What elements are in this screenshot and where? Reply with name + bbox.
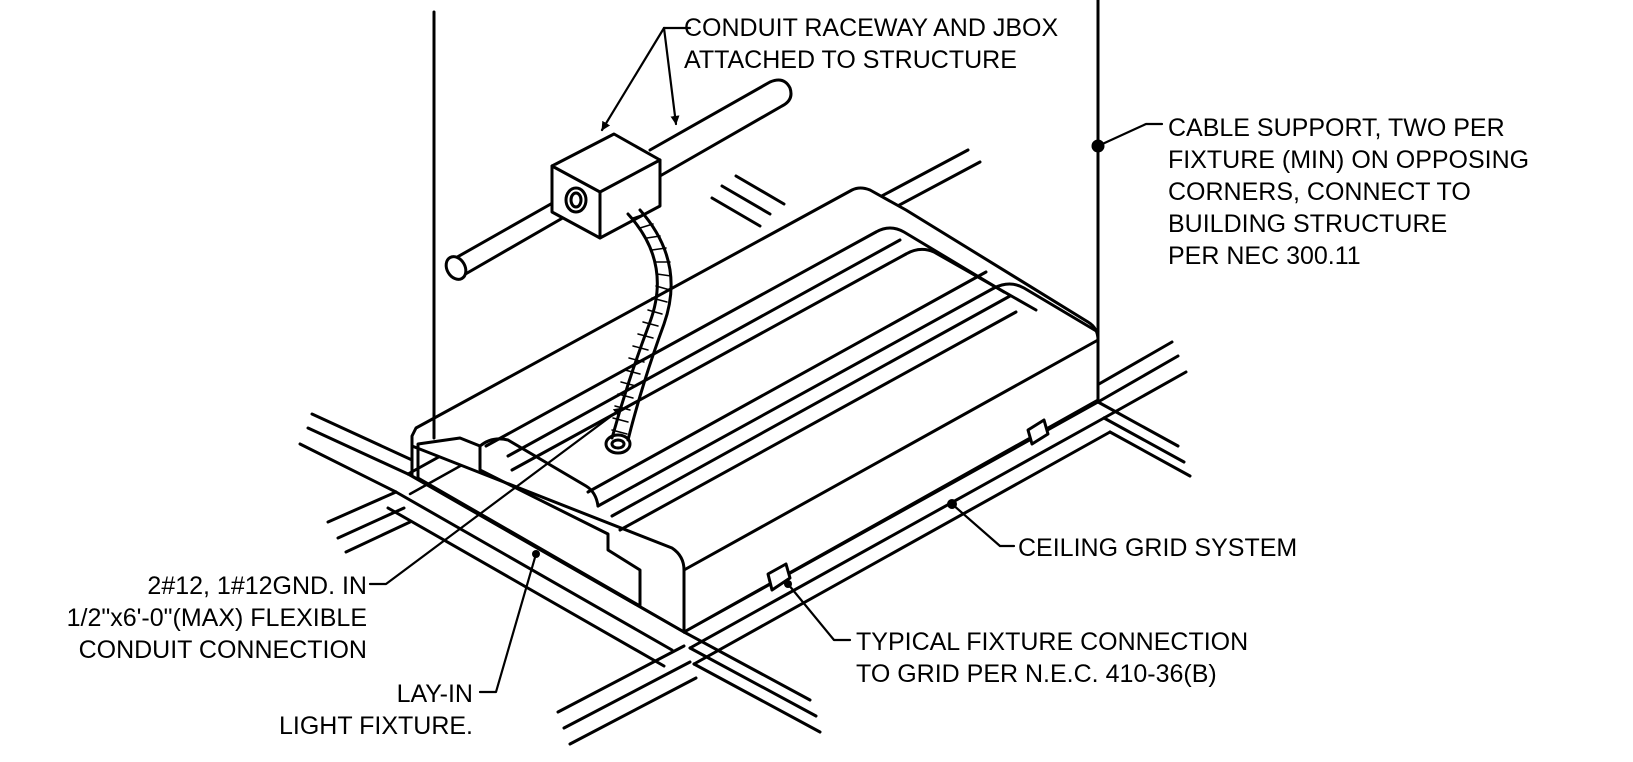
leaders [368,26,1164,694]
label-cable-support: CABLE SUPPORT, TWO PER FIXTURE (MIN) ON … [1168,112,1529,272]
fixture-ridges [478,226,1100,572]
label-line: FIXTURE (MIN) ON OPPOSING [1168,146,1530,174]
grid-clips [766,418,1050,592]
label-line: 2#12, 1#12GND. IN [147,572,367,600]
label-conduit-raceway: CONDUIT RACEWAY AND JBOX ATTACHED TO STR… [684,12,1058,76]
label-line: CONDUIT CONNECTION [78,636,367,664]
label-line: TO GRID PER N.E.C. 410-36(B) [856,660,1217,688]
lay-in-fixture [410,186,1100,634]
label-flexible-conduit: 2#12, 1#12GND. IN 1/2"x6'-0"(MAX) FLEXIB… [67,570,367,666]
label-line: LIGHT FIXTURE. [278,712,473,740]
cable-supports [432,0,1105,440]
label-line: LAY-IN [396,680,473,708]
label-line: PER NEC 300.11 [1168,242,1361,270]
flexible-conduit [604,208,673,455]
conduit-raceway [444,78,793,281]
label-line: 1/2"x6'-0"(MAX) FLEXIBLE [66,604,367,632]
label-ceiling-grid: CEILING GRID SYSTEM [1018,532,1297,564]
label-line: CONDUIT RACEWAY AND JBOX [684,14,1059,42]
label-lay-in-fixture: LAY-IN LIGHT FIXTURE. [279,678,473,742]
label-line: BUILDING STRUCTURE [1168,210,1448,238]
label-line: CEILING GRID SYSTEM [1018,534,1298,562]
label-line: TYPICAL FIXTURE CONNECTION [856,628,1249,656]
label-line: CABLE SUPPORT, TWO PER [1168,114,1505,142]
label-fixture-connection: TYPICAL FIXTURE CONNECTION TO GRID PER N… [856,626,1248,690]
label-line: CORNERS, CONNECT TO [1168,178,1471,206]
label-line: ATTACHED TO STRUCTURE [684,46,1017,74]
